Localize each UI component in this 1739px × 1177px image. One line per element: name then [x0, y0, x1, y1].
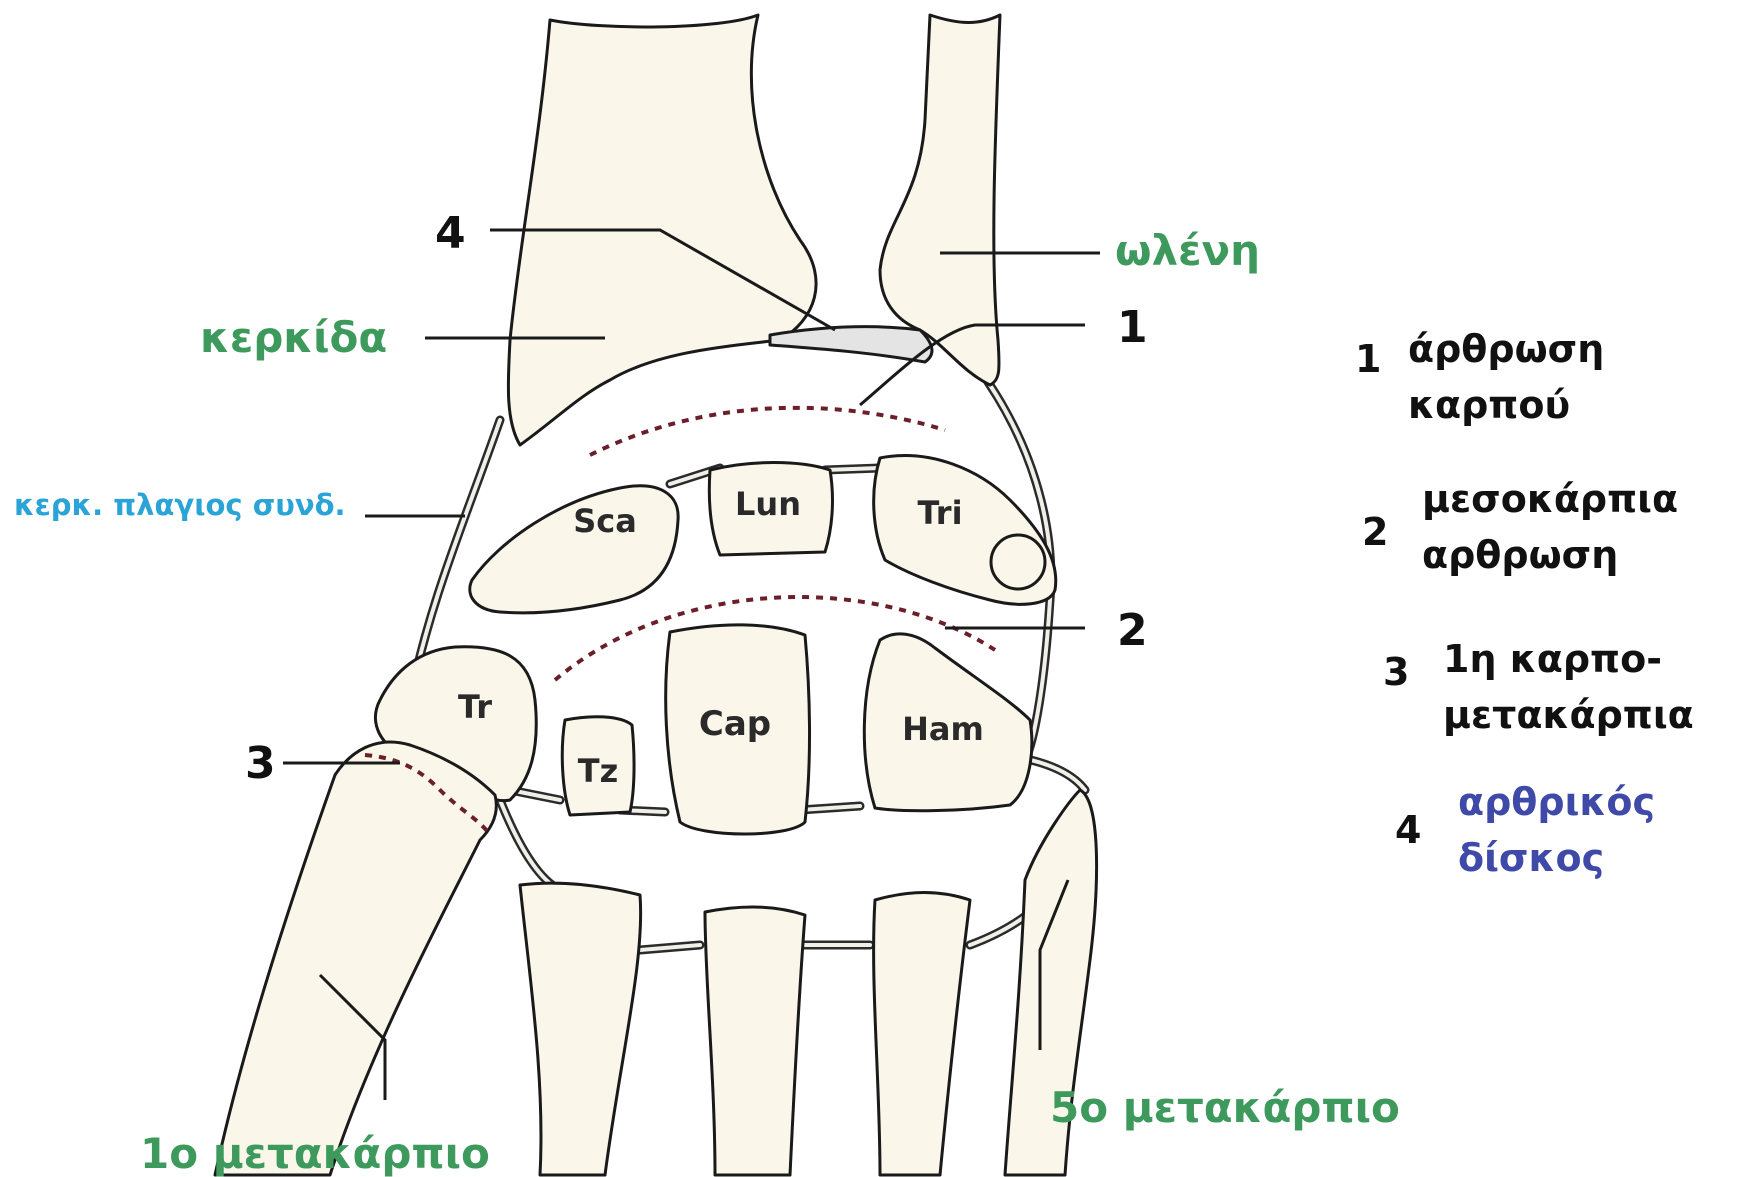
legend-line2: δίσκος [1458, 836, 1604, 880]
callout-4: 4 [435, 208, 466, 259]
label-first-metacarpal: 1ο μετακάρπιο [140, 1129, 490, 1177]
legend-number: 2 [1362, 510, 1388, 554]
label-hamate: Ham [902, 710, 984, 748]
label-trapezoid: Tz [578, 752, 618, 790]
label-capitate: Cap [699, 704, 771, 744]
legend-item-2: 2 μεσοκάρπια αρθρωση [1362, 477, 1678, 577]
legend-number: 4 [1395, 808, 1421, 852]
legend-line2: μετακάρπια [1443, 693, 1694, 737]
first-metacarpal-bone [215, 742, 496, 1175]
legend-line2: καρπού [1408, 383, 1570, 427]
legend-line1: αρθρικός [1458, 780, 1655, 824]
legend-number: 3 [1383, 650, 1409, 694]
label-lunate: Lun [735, 485, 801, 523]
label-triquetrum: Tri [917, 494, 962, 532]
legend-number: 1 [1355, 337, 1381, 381]
legend-line1: μεσοκάρπια [1422, 477, 1678, 521]
label-fifth-metacarpal: 5ο μετακάρπιο [1050, 1083, 1400, 1132]
callout-1: 1 [1117, 302, 1148, 353]
callout-2: 2 [1117, 605, 1148, 656]
articular-disc [770, 327, 932, 362]
fourth-metacarpal-bone [874, 893, 970, 1176]
legend-item-4: 4 αρθρικός δίσκος [1395, 780, 1655, 880]
label-radius: κερκίδα [200, 313, 387, 362]
radiocarpal-joint-line [590, 408, 945, 455]
label-trapezium: Tr [458, 688, 492, 726]
legend-line1: 1η καρπο- [1443, 637, 1662, 681]
label-ulna: ωλένη [1115, 226, 1260, 275]
label-radial-collateral-ligament: κερκ. πλαγιος συνδ. [14, 488, 346, 522]
pisiform-bone [991, 535, 1045, 589]
legend-line1: άρθρωση [1408, 327, 1604, 371]
legend-item-1: 1 άρθρωση καρπού [1355, 327, 1604, 427]
callout-3: 3 [245, 738, 276, 789]
second-metacarpal-bone [520, 883, 641, 1175]
legend-item-3: 3 1η καρπο- μετακάρπια [1383, 637, 1694, 737]
legend-line2: αρθρωση [1422, 533, 1618, 577]
label-scaphoid: Sca [573, 502, 637, 540]
third-metacarpal-bone [705, 907, 805, 1175]
legend: 1 άρθρωση καρπού 2 μεσοκάρπια αρθρωση 3 … [1355, 327, 1694, 880]
